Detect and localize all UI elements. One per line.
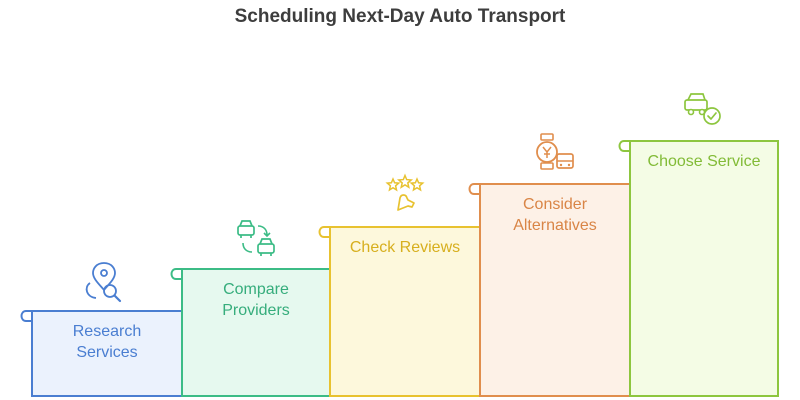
step-block — [479, 183, 631, 397]
stars-review-icon — [385, 173, 425, 211]
step-lip — [170, 268, 186, 280]
step-label: Check Reviews — [350, 239, 460, 256]
step-label-line: Choose Service — [648, 153, 761, 170]
step-label-line: Services — [76, 344, 137, 361]
car-check-icon — [684, 93, 721, 125]
cars-exchange-icon — [237, 220, 275, 256]
step-lip — [618, 140, 634, 152]
step-5: Choose Service — [618, 93, 779, 397]
step-block — [329, 226, 481, 397]
map-search-icon — [85, 262, 122, 303]
step-lip — [468, 183, 484, 195]
step-label-line: Research — [73, 323, 141, 340]
step-block — [181, 268, 331, 397]
diagram-title: Scheduling Next-Day Auto Transport — [234, 6, 566, 27]
step-label-line: Compare — [223, 281, 289, 298]
step-lip — [318, 226, 334, 238]
step-lip — [20, 310, 36, 322]
step-label-line: Check Reviews — [350, 239, 460, 256]
step-label: Choose Service — [648, 153, 761, 170]
step-label-line: Consider — [523, 196, 588, 213]
step-label-line: Alternatives — [513, 217, 597, 234]
step-block — [629, 140, 779, 397]
step-3: Check Reviews — [318, 173, 481, 397]
step-label-line: Providers — [222, 302, 290, 319]
watch-bus-icon — [536, 133, 574, 170]
